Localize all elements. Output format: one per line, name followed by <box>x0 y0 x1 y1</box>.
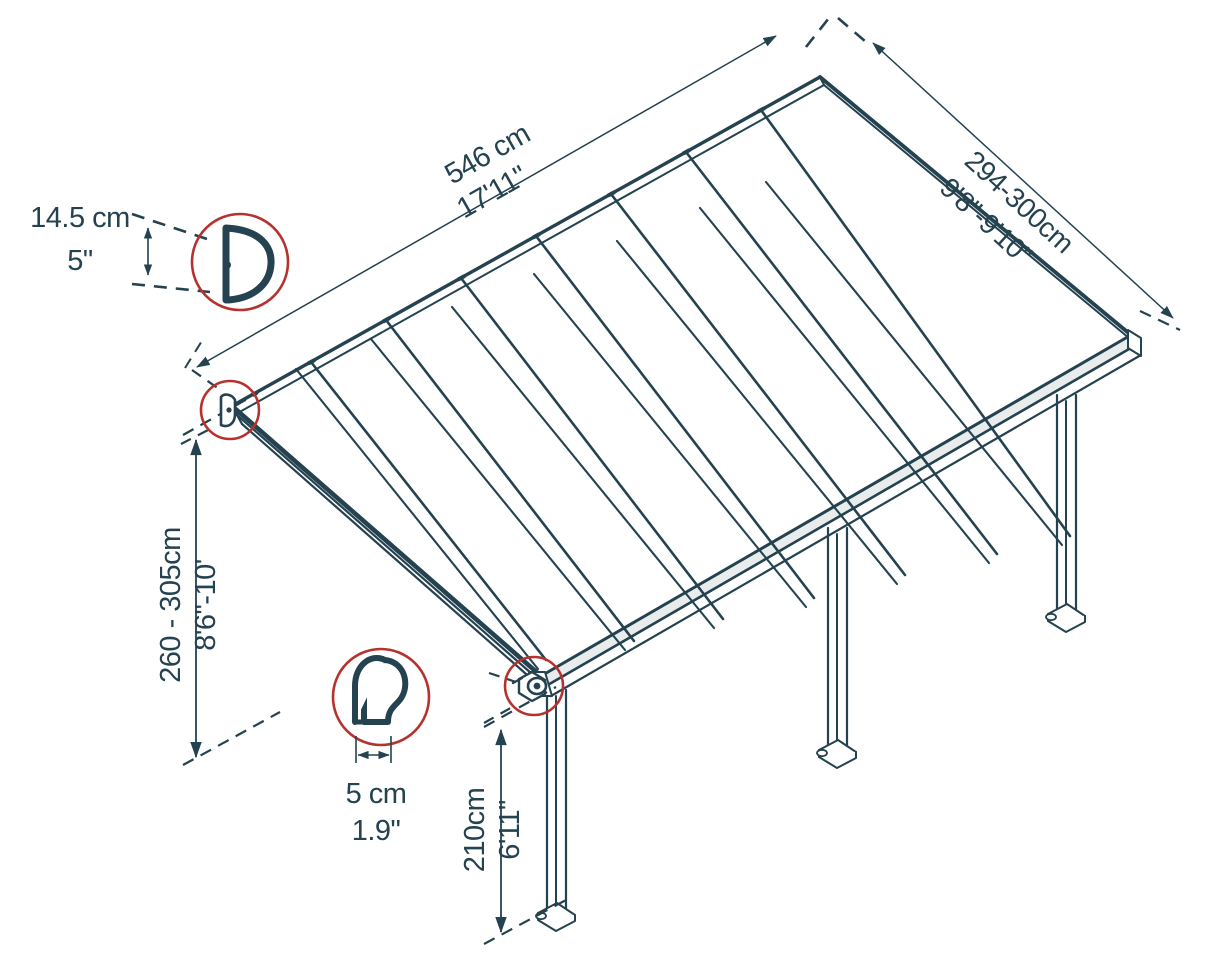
dimension-height-front: 210cm 6'11" <box>459 686 567 945</box>
dimension-post-profile-imperial: 1.9" <box>352 815 401 847</box>
detail-circle-beam-profile <box>190 212 290 312</box>
leader-beam-top <box>131 212 211 242</box>
dimension-height-rear-imperial: 8'6"-10' <box>190 559 222 651</box>
leader-rear-corner-b <box>180 427 213 445</box>
dimension-projection: 294-300cm 9'8"-9'10" <box>837 17 1181 331</box>
dimension-width: 546 cm 17'11" <box>184 17 831 369</box>
dimension-line-projection <box>872 42 1174 319</box>
rear-corner-bracket-art <box>219 393 237 428</box>
front-main-beam <box>539 333 1143 698</box>
leader-front-corner-b <box>483 705 515 724</box>
dimension-height-rear-metric: 260 - 305cm <box>155 527 187 683</box>
extension-line-projection-bottom <box>1139 310 1181 331</box>
extension-line-projection-top <box>837 17 867 43</box>
detail-rear-corner <box>180 369 261 445</box>
post-profile-art <box>352 655 409 725</box>
front-corner-joint-art <box>511 670 548 703</box>
detail-circle-post-profile <box>331 647 431 747</box>
leader-front-corner-a <box>488 671 517 684</box>
extension-line-width-right <box>804 17 831 48</box>
detail-beam-profile: 14.5 cm 5" <box>30 202 290 312</box>
dimension-line-width <box>196 35 777 368</box>
detail-front-corner <box>483 655 565 724</box>
detail-post-profile: 5 cm 1.9" <box>331 647 431 847</box>
support-post-center <box>816 526 857 769</box>
dimension-height-rear: 260 - 305cm 8'6"-10' <box>155 392 281 766</box>
extension-line-width-left <box>184 335 206 369</box>
detail-circle-rear-corner <box>199 379 261 441</box>
detail-circle-front-corner <box>503 655 565 717</box>
dimension-post-profile-metric: 5 cm <box>346 778 407 810</box>
dimension-height-front-metric: 210cm <box>459 788 491 873</box>
dimension-height-front-imperial: 6'11" <box>494 800 526 860</box>
support-post-right <box>1045 393 1086 633</box>
left-end-beam <box>229 403 553 698</box>
beam-profile-art <box>222 224 275 304</box>
dimension-beam-profile-imperial: 5" <box>67 245 93 277</box>
extension-line-height-rear-bottom <box>182 711 281 766</box>
support-post-left <box>535 688 576 932</box>
extension-line-height-front-bottom <box>483 899 567 945</box>
dimension-beam-profile-metric: 14.5 cm <box>30 202 130 234</box>
